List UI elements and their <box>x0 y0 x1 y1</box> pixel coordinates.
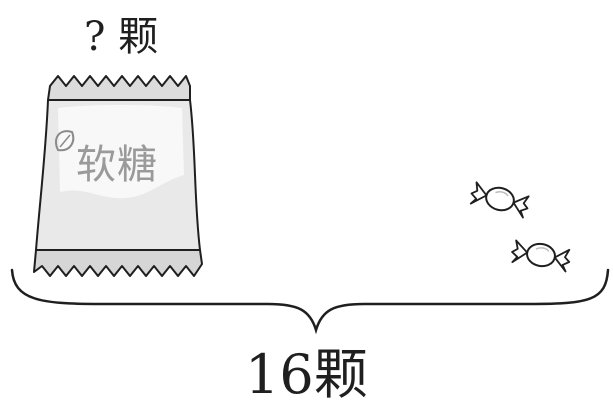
bag-label: 软糖 <box>76 142 158 188</box>
wrapped-candy-icon <box>511 239 571 273</box>
unknown-count-label: ? 颗 <box>84 14 159 60</box>
wrapped-candy-icon <box>469 181 530 219</box>
candy-bag-icon <box>33 75 203 277</box>
diagram-drawing <box>10 75 610 335</box>
total-count-label: 16颗 <box>245 343 368 406</box>
candy-diagram: ? 颗 <box>10 14 610 406</box>
curly-brace-icon <box>10 268 610 335</box>
